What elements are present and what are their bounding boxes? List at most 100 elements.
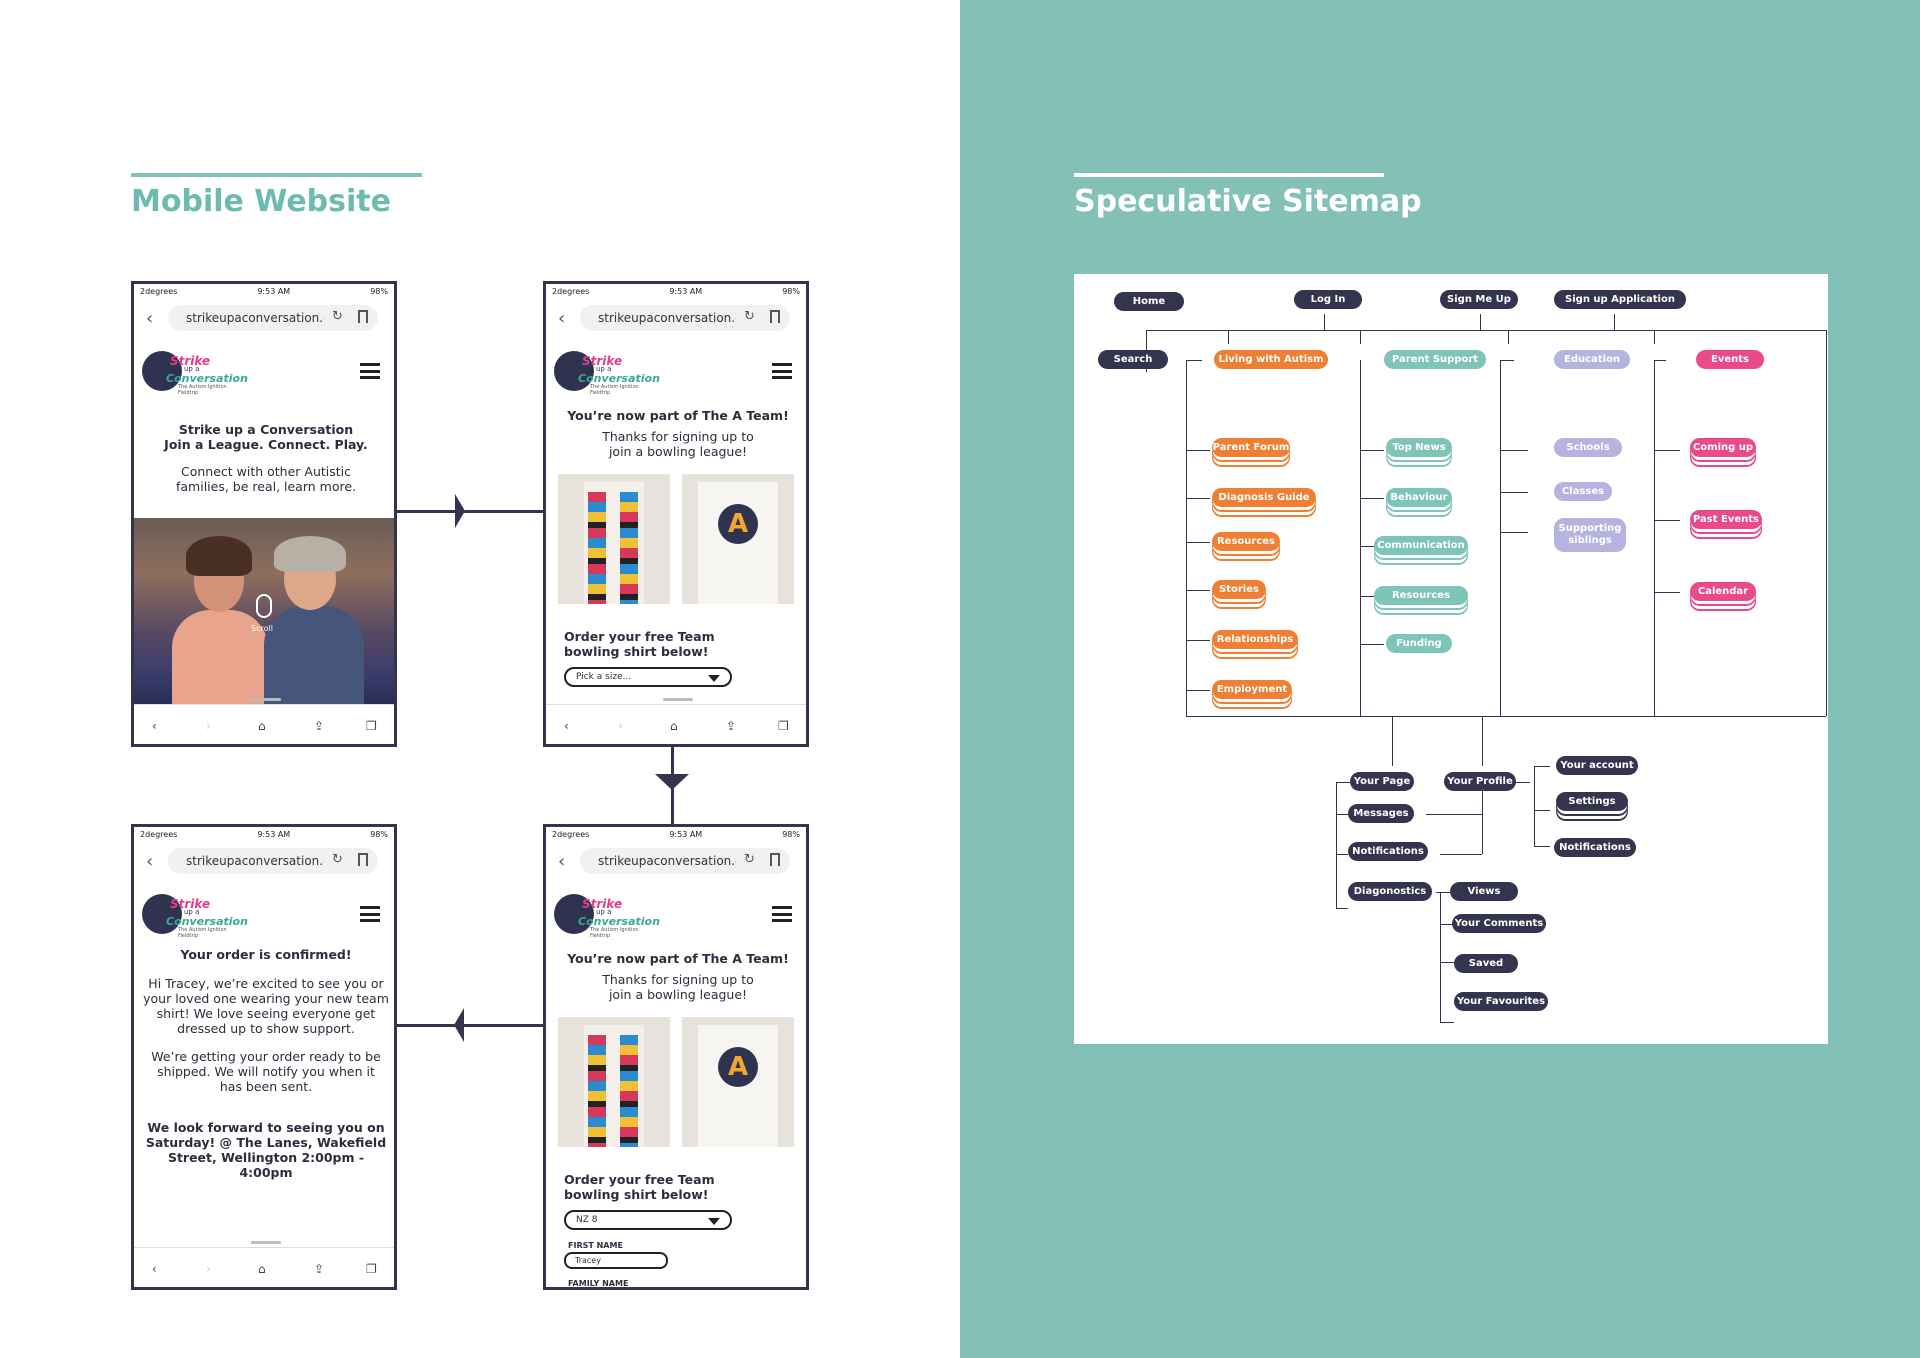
toolbar-tabs-icon[interactable]: ❐ <box>366 719 377 733</box>
bookmark-icon[interactable] <box>358 853 368 866</box>
node-events[interactable]: Events <box>1696 350 1764 369</box>
node-messages[interactable]: Messages <box>1348 804 1414 823</box>
order-heading-2: bowling shirt below! <box>564 1187 709 1202</box>
size-dropdown[interactable]: NZ 8 <box>564 1210 732 1230</box>
node-home[interactable]: Home <box>1114 292 1184 311</box>
toolbar-back-icon[interactable]: ‹ <box>152 719 157 733</box>
reload-icon[interactable]: ↻ <box>332 852 343 867</box>
node-education[interactable]: Education <box>1554 350 1630 369</box>
node-calendar[interactable]: Calendar <box>1690 582 1756 601</box>
url-bar[interactable]: strikeupaconversation.c <box>168 848 378 874</box>
back-icon[interactable]: ‹ <box>558 851 566 872</box>
node-notifications-user[interactable]: Notifications <box>1348 842 1428 861</box>
toolbar-tabs-icon[interactable]: ❐ <box>366 1262 377 1276</box>
site-logo[interactable]: Strike up a Conversation The Autism Igni… <box>142 894 248 939</box>
hamburger-menu-icon[interactable] <box>360 906 380 922</box>
node-stories[interactable]: Stories <box>1212 580 1266 599</box>
node-diagnosis-guide[interactable]: Diagnosis Guide <box>1212 488 1316 507</box>
node-parent-forum[interactable]: Parent Forum <box>1212 438 1290 457</box>
node-schools[interactable]: Schools <box>1554 438 1622 457</box>
back-icon[interactable]: ‹ <box>558 308 566 329</box>
reload-icon[interactable]: ↻ <box>744 309 755 324</box>
toolbar-forward-icon[interactable]: › <box>206 1262 211 1276</box>
node-your-profile[interactable]: Your Profile <box>1444 772 1516 791</box>
reload-icon[interactable]: ↻ <box>744 852 755 867</box>
back-icon[interactable]: ‹ <box>146 851 154 872</box>
logo-line1: Strike <box>582 354 623 368</box>
hamburger-menu-icon[interactable] <box>360 363 380 379</box>
order-form-body-1: Thanks for signing up to <box>602 972 754 987</box>
node-search[interactable]: Search <box>1098 350 1168 369</box>
node-employment[interactable]: Employment <box>1212 680 1292 699</box>
hamburger-menu-icon[interactable] <box>772 363 792 379</box>
toolbar-home-icon[interactable]: ⌂ <box>670 719 678 733</box>
family-name-label: FAMILY NAME <box>568 1279 629 1288</box>
url-text: strikeupaconversation.c <box>186 311 324 325</box>
node-relationships[interactable]: Relationships <box>1212 630 1298 649</box>
logo-line2: up a <box>596 365 612 373</box>
bookmark-icon[interactable] <box>770 310 780 323</box>
toolbar-home-icon[interactable]: ⌂ <box>258 1262 266 1276</box>
toolbar-tabs-icon[interactable]: ❐ <box>778 719 789 733</box>
toolbar-forward-icon[interactable]: › <box>206 719 211 733</box>
url-bar[interactable]: strikeupaconversation.c <box>580 848 790 874</box>
toolbar-back-icon[interactable]: ‹ <box>152 1262 157 1276</box>
toolbar-home-icon[interactable]: ⌂ <box>258 719 266 733</box>
node-your-favourites[interactable]: Your Favourites <box>1454 992 1548 1011</box>
logo-line3: Conversation <box>166 372 248 385</box>
order-form-heading: You’re now part of The A Team! <box>567 951 789 966</box>
node-living-with-autism[interactable]: Living with Autism <box>1214 350 1328 369</box>
node-past-events[interactable]: Past Events <box>1690 510 1762 529</box>
node-parent-support[interactable]: Parent Support <box>1384 350 1486 369</box>
node-saved[interactable]: Saved <box>1454 954 1518 973</box>
scroll-mouse-icon[interactable] <box>256 594 272 618</box>
clock: 9:53 AM <box>669 286 703 296</box>
bookmark-icon[interactable] <box>358 310 368 323</box>
bowling-ball-icon <box>142 894 182 934</box>
toolbar-share-icon[interactable]: ⇪ <box>314 719 325 733</box>
hero-photo: Scroll <box>134 518 394 704</box>
home-indicator <box>251 1241 281 1244</box>
toolbar-share-icon[interactable]: ⇪ <box>314 1262 325 1276</box>
back-icon[interactable]: ‹ <box>146 308 154 329</box>
node-settings[interactable]: Settings <box>1556 792 1628 811</box>
node-log-in[interactable]: Log In <box>1294 290 1362 309</box>
node-your-page[interactable]: Your Page <box>1350 772 1414 791</box>
url-bar[interactable]: strikeupaconversation.c <box>580 305 790 331</box>
node-sign-me-up[interactable]: Sign Me Up <box>1440 290 1518 309</box>
toolbar-back-icon[interactable]: ‹ <box>564 719 569 733</box>
node-communication[interactable]: Communication <box>1374 536 1468 555</box>
node-sign-up-application[interactable]: Sign up Application <box>1554 290 1686 309</box>
hamburger-menu-icon[interactable] <box>772 906 792 922</box>
node-notifications-account[interactable]: Notifications <box>1554 838 1636 857</box>
bookmark-icon[interactable] <box>770 853 780 866</box>
node-classes[interactable]: Classes <box>1554 482 1612 501</box>
reload-icon[interactable]: ↻ <box>332 309 343 324</box>
confirm-para2-1: We’re getting your order ready to be <box>151 1049 381 1064</box>
node-your-account[interactable]: Your account <box>1556 756 1638 775</box>
node-views[interactable]: Views <box>1450 882 1518 901</box>
flow-arrow-left <box>454 1008 464 1042</box>
browser-toolbar: ‹ › ⌂ ⇪ ❐ <box>546 698 806 744</box>
node-resources-living[interactable]: Resources <box>1212 532 1280 551</box>
node-your-comments[interactable]: Your Comments <box>1452 914 1546 933</box>
node-coming-up[interactable]: Coming up <box>1690 438 1756 457</box>
site-logo[interactable]: Strike up a Conversation The Autism Igni… <box>554 351 660 396</box>
toolbar-forward-icon[interactable]: › <box>618 719 623 733</box>
bowling-ball-icon <box>142 351 182 391</box>
site-logo[interactable]: Strike up a Conversation The Autism Igni… <box>554 894 660 939</box>
phone-screen-signup: 2degrees 9:53 AM 98% ‹ strikeupaconversa… <box>543 281 809 747</box>
first-name-field[interactable]: Tracey <box>564 1252 668 1269</box>
site-logo[interactable]: Strike up a Conversation The Autism Igni… <box>142 351 248 396</box>
node-diagonostics[interactable]: Diagonostics <box>1348 882 1432 901</box>
node-behaviour[interactable]: Behaviour <box>1386 488 1452 507</box>
size-dropdown[interactable]: Pick a size... <box>564 667 732 687</box>
clock: 9:53 AM <box>669 829 703 839</box>
node-top-news[interactable]: Top News <box>1386 438 1452 457</box>
node-resources-parent[interactable]: Resources <box>1374 586 1468 605</box>
chevron-down-icon <box>708 1218 720 1225</box>
toolbar-share-icon[interactable]: ⇪ <box>726 719 737 733</box>
node-funding[interactable]: Funding <box>1386 634 1452 653</box>
url-bar[interactable]: strikeupaconversation.c <box>168 305 378 331</box>
